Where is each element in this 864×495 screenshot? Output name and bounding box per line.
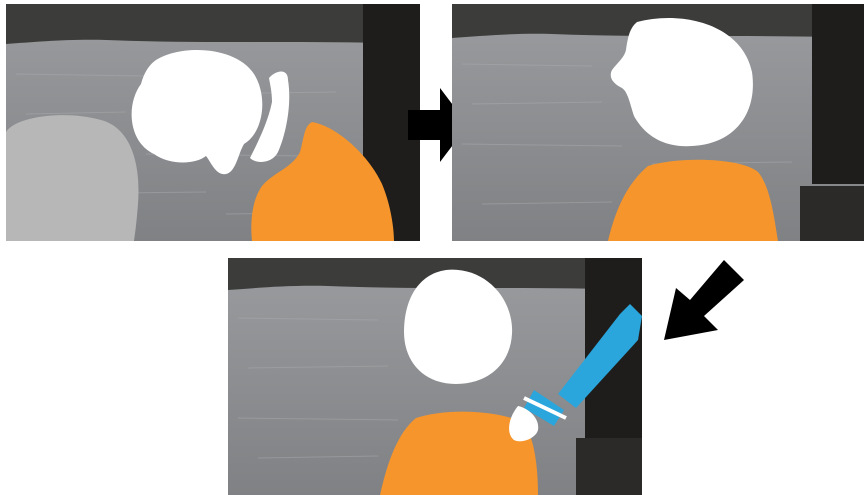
- gray-person-mask: [6, 115, 139, 241]
- panel-output-scene: [228, 258, 642, 495]
- panel-2-image: [452, 4, 864, 241]
- panel-input-scene: [6, 4, 420, 241]
- panel-1-image: [6, 4, 420, 241]
- dock-post: [812, 4, 864, 184]
- panel-cleaned-scene: [452, 4, 864, 241]
- dock-beam: [576, 438, 642, 495]
- down-left-arrow-icon: [660, 258, 750, 342]
- far-shore: [6, 4, 420, 44]
- panel-3-image: [228, 258, 642, 495]
- dock-beam: [800, 186, 864, 241]
